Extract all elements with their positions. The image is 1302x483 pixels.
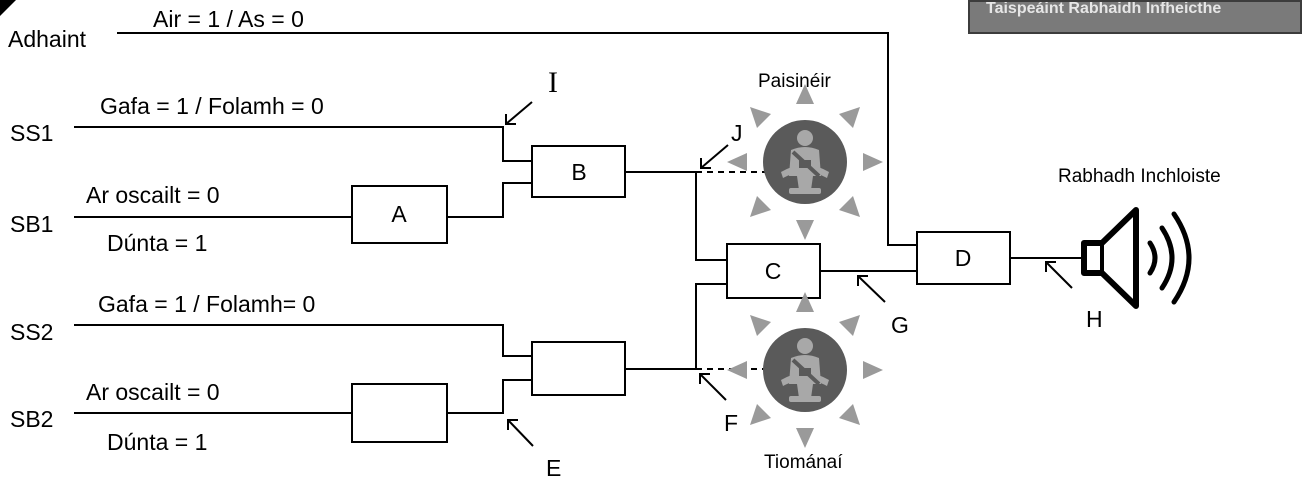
marker-e-label: E <box>546 455 561 481</box>
marker-h-arrowhead <box>1045 261 1056 272</box>
a-to-b-wire <box>447 182 532 218</box>
marker-i-arrowhead <box>505 114 516 125</box>
ignition-label: Adhaint <box>8 26 87 52</box>
lower-gate-output-wire <box>625 283 727 370</box>
passenger-seatbelt-lamp-icon <box>725 82 885 242</box>
audible-warning-label: Rabhadh Inchloiste <box>1058 166 1221 187</box>
b-output-wire <box>625 171 727 261</box>
marker-g-label: G <box>891 312 909 338</box>
ss1-wire <box>74 126 532 162</box>
block-a-label: A <box>391 201 407 227</box>
visual-warning-banner: Taispeáint Rabhaidh Infheicthe <box>968 0 1302 34</box>
speaker-icon <box>1081 207 1192 309</box>
ss2-state: Gafa = 1 / Folamh= 0 <box>98 291 315 317</box>
marker-e-arrow <box>507 419 534 447</box>
ss1-state: Gafa = 1 / Folamh = 0 <box>100 93 324 119</box>
ss1-label: SS1 <box>10 120 53 146</box>
ss2-label: SS2 <box>10 319 53 345</box>
block-b-label: B <box>571 159 586 185</box>
driver-seatbelt-lamp-icon <box>725 290 885 450</box>
sb1-open-state: Ar oscailt = 0 <box>86 182 220 208</box>
sb1-closed-state: Dúnta = 1 <box>107 230 207 256</box>
marker-i-label: I <box>548 66 558 99</box>
marker-j-arrow <box>700 144 729 169</box>
ss2-wire <box>74 324 532 357</box>
lower-input-block <box>351 383 448 443</box>
banner-text: Taispeáint Rabhaidh Infheicthe <box>986 0 1222 17</box>
block-c <box>726 243 821 299</box>
block-d <box>916 231 1011 285</box>
passenger-lamp-label: Paisinéir <box>758 71 832 92</box>
block-c-label: C <box>765 258 782 284</box>
block-d-label: D <box>955 245 972 271</box>
block-a <box>351 185 448 244</box>
lower-gate-block <box>531 341 626 396</box>
ignition-wire <box>117 32 917 246</box>
corner-mark <box>0 0 16 16</box>
sb2-open-state: Ar oscailt = 0 <box>86 379 220 405</box>
marker-g-arrow <box>857 275 886 303</box>
lower-box-to-gate-wire <box>447 379 532 414</box>
marker-i-arrow <box>505 101 533 125</box>
sb2-closed-state: Dúnta = 1 <box>107 429 207 455</box>
ignition-state: Air = 1 / As = 0 <box>153 6 304 32</box>
marker-f-label: F <box>724 410 738 436</box>
block-b <box>531 145 626 198</box>
marker-j-label: J <box>731 120 743 146</box>
driver-lamp-label: Tiománaí <box>764 452 843 473</box>
marker-h-arrow <box>1045 261 1073 289</box>
marker-g-arrowhead <box>857 275 868 286</box>
marker-e-arrowhead <box>507 419 518 430</box>
marker-f-arrow <box>699 373 727 401</box>
marker-h-label: H <box>1086 306 1103 332</box>
marker-f-arrowhead <box>699 373 710 384</box>
sb2-label: SB2 <box>10 406 53 432</box>
marker-j-arrowhead <box>700 158 711 169</box>
sb1-label: SB1 <box>10 211 53 237</box>
